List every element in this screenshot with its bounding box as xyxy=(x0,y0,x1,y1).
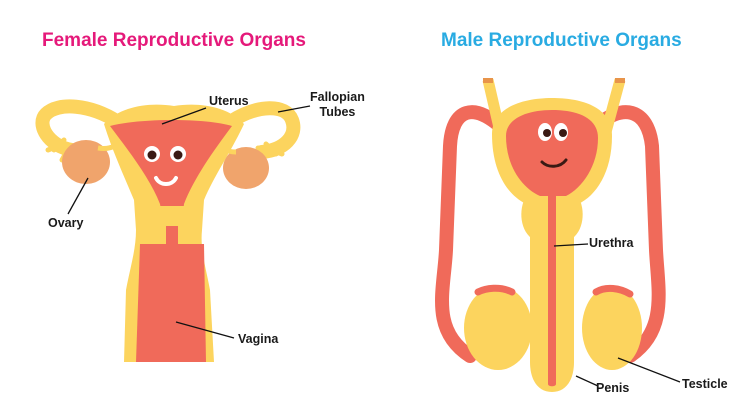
callout-testicle xyxy=(617,357,681,383)
female-diagram-title: Female Reproductive Organs xyxy=(42,30,306,51)
testicle-right xyxy=(582,286,642,370)
vaginal-canal xyxy=(136,244,206,362)
label-fallopian-line2: Tubes xyxy=(319,105,356,119)
callout-fallopian xyxy=(277,105,311,113)
label-fallopian-line1: Fallopian xyxy=(310,90,365,104)
uterine-cavity xyxy=(110,120,232,238)
callout-penis xyxy=(575,375,599,387)
vas-deferens-right xyxy=(587,105,666,363)
male-diagram-title: Male Reproductive Organs xyxy=(441,30,682,51)
label-ovary: Ovary xyxy=(48,216,84,230)
ureter-right-tip xyxy=(615,78,625,83)
label-vagina: Vagina xyxy=(238,332,279,346)
label-uterus: Uterus xyxy=(209,94,249,108)
uterus-face xyxy=(144,146,186,186)
vas-deferens-left xyxy=(435,105,509,363)
callout-urethra xyxy=(553,243,589,247)
callout-uterus xyxy=(161,107,207,125)
callout-vagina xyxy=(175,321,235,339)
bladder-face xyxy=(538,123,568,168)
fallopian-tube-left xyxy=(35,99,125,157)
male-organs xyxy=(435,78,681,392)
epididymis-left xyxy=(474,284,516,296)
fallopian-tube-right xyxy=(223,101,301,159)
female-organs xyxy=(35,99,311,362)
label-urethra: Urethra xyxy=(589,236,634,250)
callout-ovary xyxy=(67,177,89,215)
label-fallopian-tubes: Fallopian Tubes xyxy=(310,90,365,120)
label-penis: Penis xyxy=(596,381,630,395)
epididymis-right xyxy=(592,284,634,298)
ovary-left xyxy=(62,140,110,184)
urethra xyxy=(548,192,556,387)
bladder-interior xyxy=(506,110,598,196)
testicle-left xyxy=(464,286,532,370)
label-testicle: Testicle xyxy=(682,377,728,391)
ureter-left-tip xyxy=(483,78,493,83)
ovary-right xyxy=(223,147,269,189)
